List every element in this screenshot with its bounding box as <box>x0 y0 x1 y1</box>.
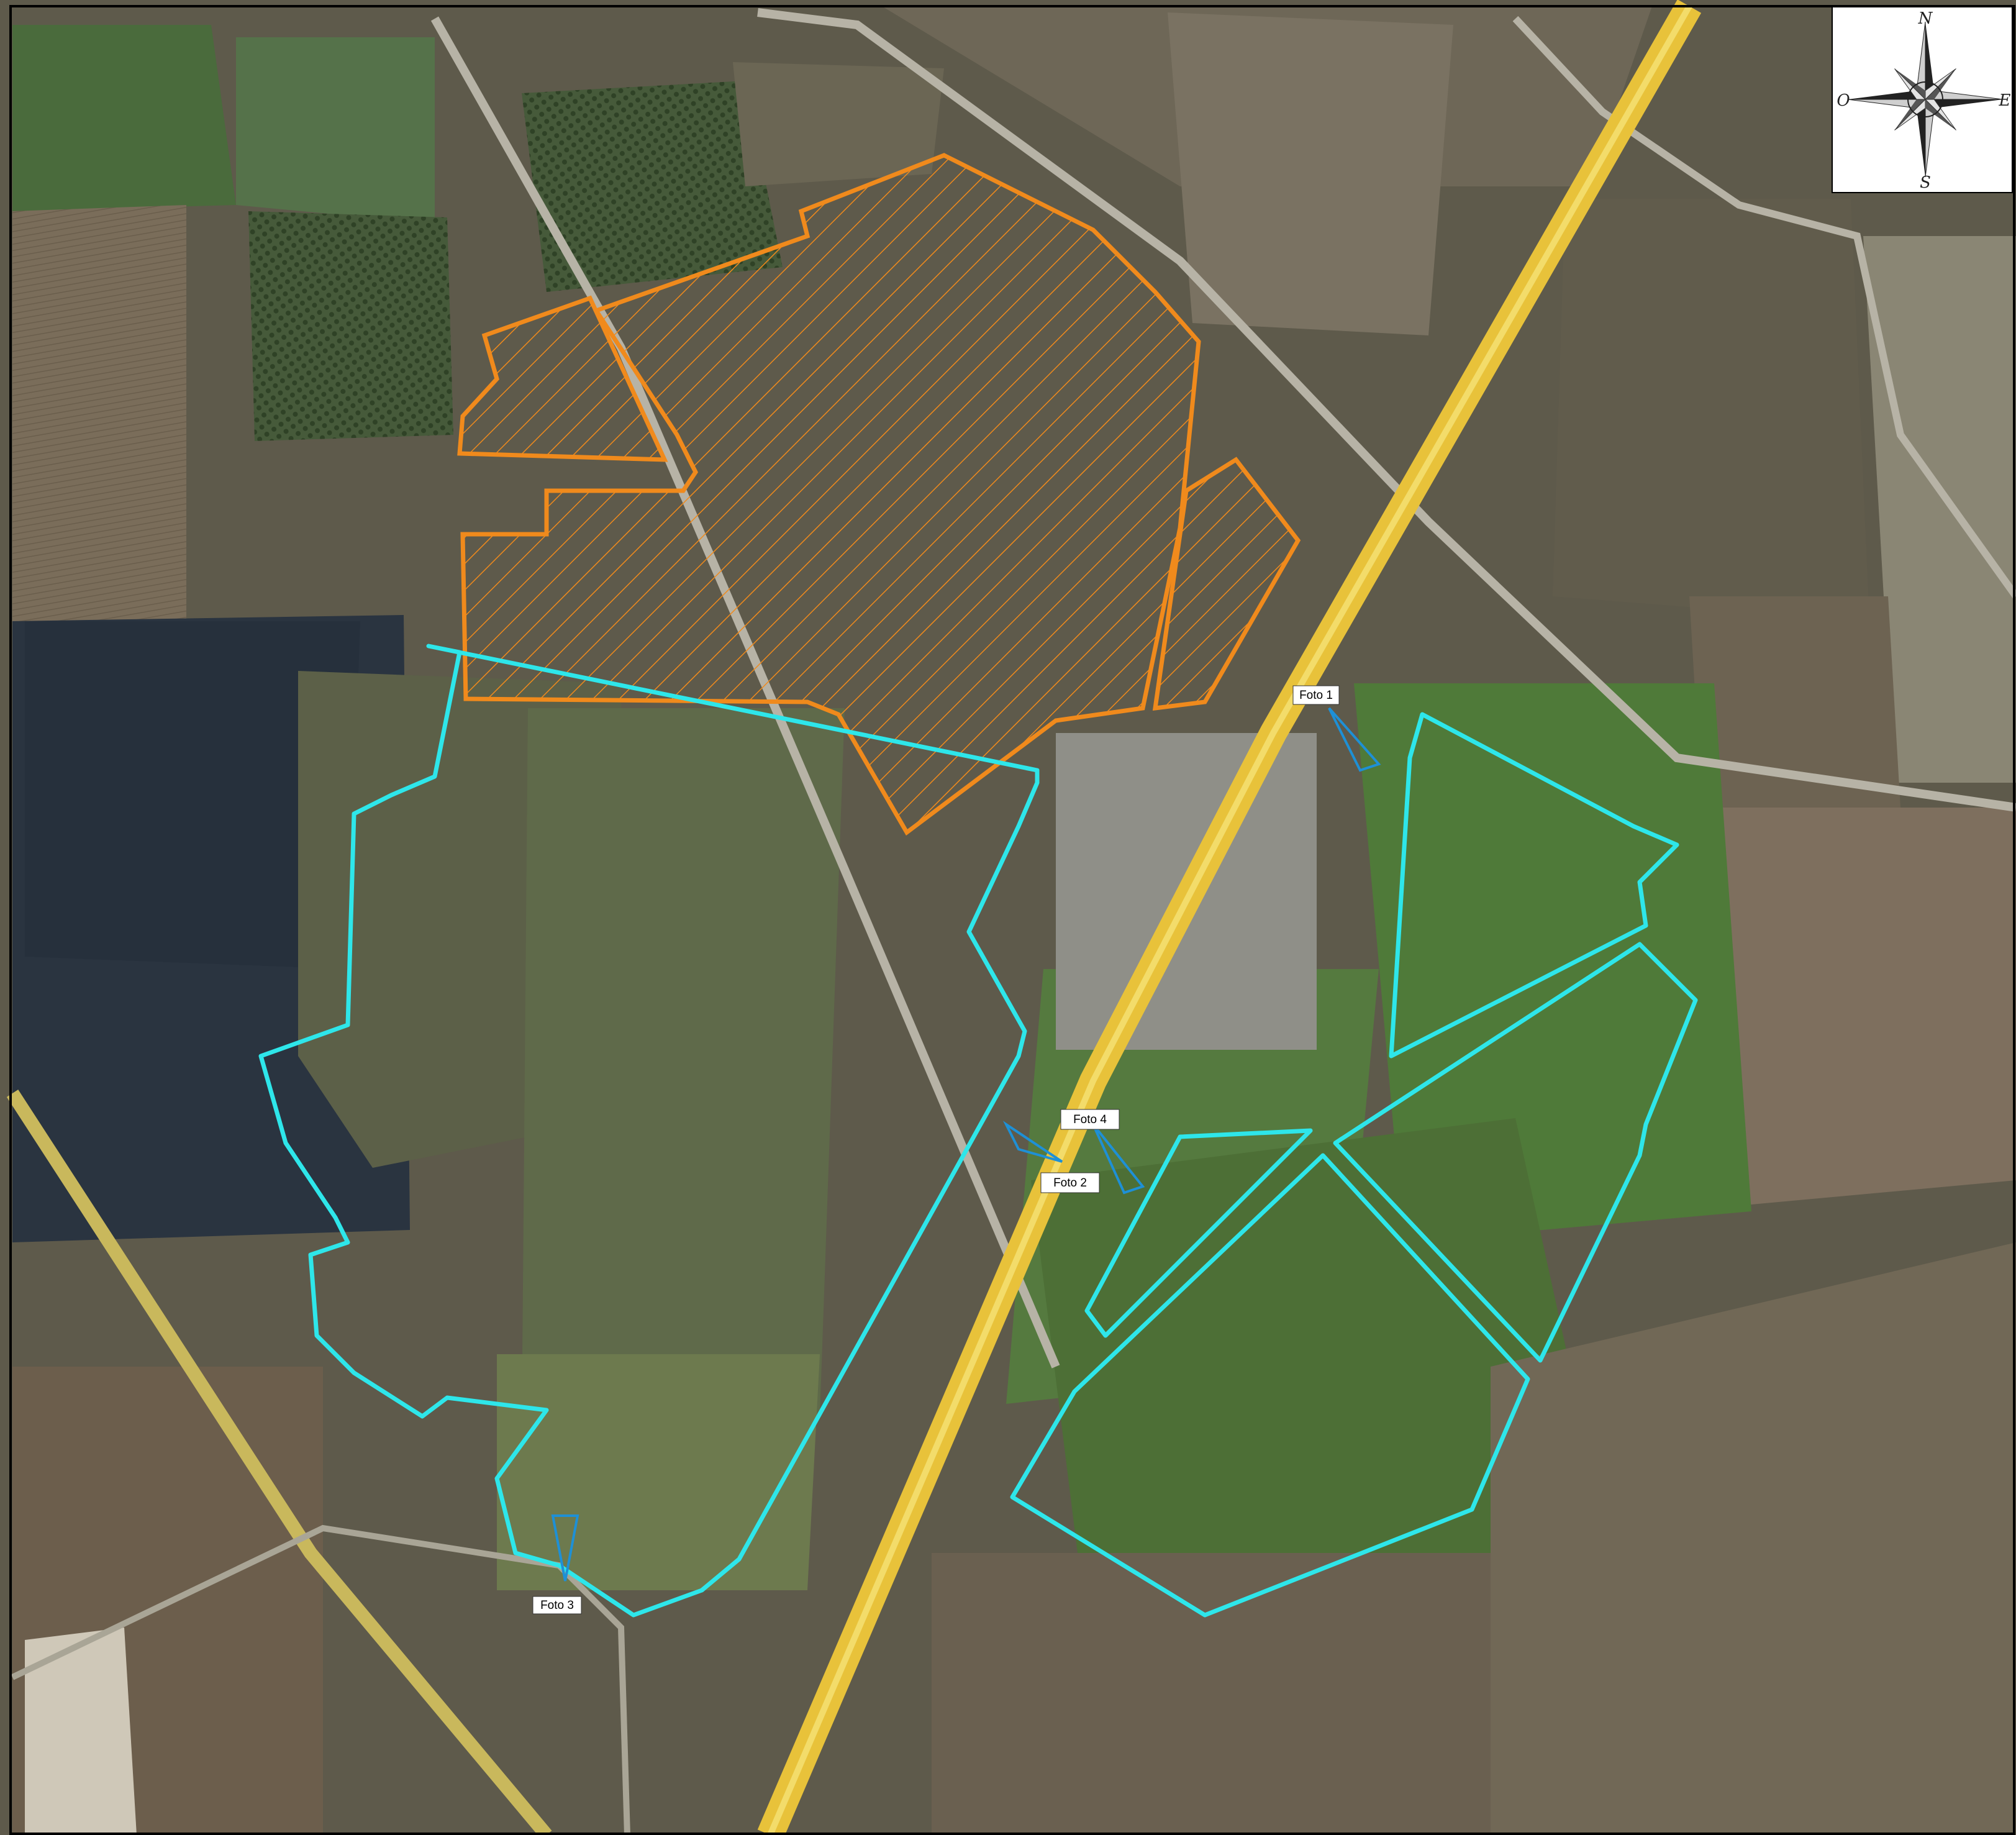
cyan-area-west <box>258 644 1040 1618</box>
photo-3-label-text: Foto 3 <box>540 1599 574 1612</box>
photo-4-label-text: Foto 4 <box>1073 1113 1107 1126</box>
compass-rose: N S E O <box>1832 6 2013 193</box>
compass-east-label: E <box>1999 91 2011 110</box>
map-frame <box>9 5 2015 1835</box>
photo-markers: Foto 1 Foto 2 Foto 3 Foto 4 <box>532 685 1381 1614</box>
photo-4-cone <box>1092 1123 1145 1195</box>
compass-west-label: O <box>1837 91 1850 110</box>
cyan-area-northeast <box>1389 712 1679 1059</box>
cyan-area-east <box>1333 942 1698 1363</box>
photo-1-cone <box>1328 707 1381 772</box>
photo-1-label[interactable]: Foto 1 <box>1292 685 1340 705</box>
highway-center-line <box>767 4 1692 1835</box>
cyan-outlined-areas <box>258 644 1698 1618</box>
photo-3-cone <box>551 1514 579 1582</box>
orange-hatched-areas <box>457 153 1301 836</box>
compass-south-label: S <box>1920 173 1931 192</box>
compass-rose-icon <box>1847 21 2004 178</box>
photo-1-label-text: Foto 1 <box>1299 689 1333 702</box>
photo-2-label-text: Foto 2 <box>1053 1177 1087 1190</box>
orange-area-main <box>460 153 1201 836</box>
orange-area-east <box>1152 457 1301 711</box>
photo-3-label[interactable]: Foto 3 <box>532 1596 582 1614</box>
photo-2-label[interactable]: Foto 2 <box>1040 1172 1100 1193</box>
cyan-area-south <box>1010 1153 1530 1618</box>
compass-north-label: N <box>1918 9 1933 28</box>
photo-2-cone <box>1002 1121 1063 1163</box>
photo-4-label[interactable]: Foto 4 <box>1060 1109 1120 1130</box>
cyan-area-southcentral <box>1084 1128 1313 1338</box>
orange-area-west <box>457 295 668 462</box>
